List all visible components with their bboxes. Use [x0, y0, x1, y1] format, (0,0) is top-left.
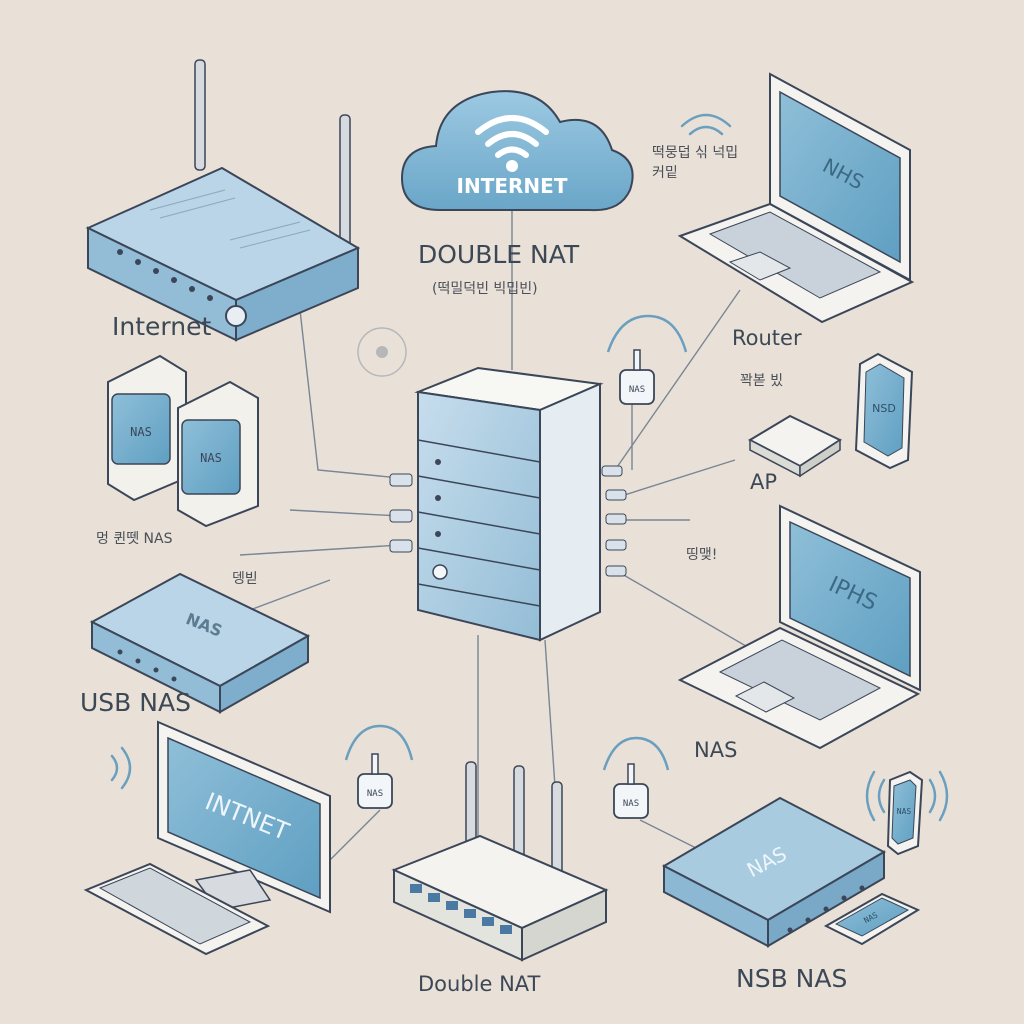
ap-label: AP [750, 470, 778, 494]
server-ports-left [389, 473, 413, 553]
double-nat-subtitle: (떡밀덕빈 빅밉빈) [432, 281, 538, 297]
wifi-tag-text: NAS [629, 385, 645, 395]
wifi-icon [110, 746, 132, 790]
usbnas-to-server-line [249, 579, 331, 611]
mid-right-korean-label: 띵맺! [686, 547, 718, 563]
server-power-icon [432, 564, 448, 580]
antenna-icon [194, 59, 206, 171]
tower-right: NAS [177, 380, 259, 528]
tower-left: NAS [107, 354, 187, 502]
wifi-tag-left: NAS [344, 724, 414, 809]
mid-left-korean-label: 뎅빋 [232, 571, 258, 587]
wifi-icon [475, 115, 549, 158]
nas-right-label: NAS [694, 738, 738, 762]
wifi-tag-right: NAS [602, 736, 670, 819]
tower-left-text: NAS [130, 425, 152, 439]
tower-to-server-line [289, 509, 401, 517]
server-to-laptop-line [614, 289, 741, 471]
router-top-left [85, 59, 361, 342]
nas-box-right: NAS [661, 796, 887, 948]
ethernet-ports [410, 884, 512, 934]
keyboard-icon [718, 639, 882, 721]
left-nas-korean-label: 멍 퀸뗏 NAS [96, 531, 173, 547]
internet-cloud [400, 90, 634, 212]
tower-right-text: NAS [200, 451, 222, 465]
router-to-server-line [299, 309, 401, 479]
internet-left-label: Internet [112, 312, 212, 341]
usb-nas-box: NAS [89, 572, 311, 714]
phone-text: NAS [897, 807, 912, 816]
nas-left-to-server-line [239, 544, 401, 556]
central-server [389, 366, 627, 642]
top-right-korean-label: 떡뭉덥 싞 넉밉 커밑 [652, 145, 739, 181]
wifi-tag-text: NAS [623, 799, 639, 809]
touchpad-icon [728, 251, 792, 281]
antenna-icon [339, 114, 351, 256]
cloud-label: INTERNET [457, 174, 568, 198]
double-nat-top-label: DOUBLE NAT [418, 240, 580, 269]
connection-lines [239, 210, 771, 870]
double-nat-bottom-label: Double NAT [418, 972, 541, 996]
touchpad-icon [734, 681, 796, 713]
power-button-icon [225, 305, 247, 327]
router-label: Router [732, 326, 802, 350]
router-korean-sublabel: 꽉볻 빘 [740, 373, 784, 389]
faint-wifi-plug [357, 327, 407, 377]
wifi-icon [865, 770, 949, 822]
tablet-text: NSD [872, 402, 896, 415]
server-to-ap-line [614, 459, 736, 499]
usb-nas-label: USB NAS [80, 688, 191, 717]
server-ports-right [601, 465, 627, 577]
wifi-tag-text: NAS [367, 789, 383, 799]
laptop-right: IPHS [677, 504, 921, 750]
nsb-nas-label: NSB NAS [736, 964, 848, 993]
phone-bottom: NAS [823, 892, 921, 946]
tag-to-monitor-line [329, 809, 381, 861]
wifi-dot-icon [506, 160, 518, 172]
tablet: NSD [854, 352, 914, 470]
server-bays [417, 439, 541, 607]
wifi-tag-upper: NAS [606, 113, 732, 405]
phone-right: NAS [865, 770, 949, 856]
server-to-laptop2-line [614, 569, 771, 661]
vent-grille [149, 189, 311, 249]
laptop-top-right: NHS [677, 72, 915, 324]
access-point [747, 414, 843, 478]
monitor: INTNET [83, 720, 331, 956]
keyboard-icon [708, 211, 882, 299]
router-bottom [391, 761, 609, 962]
status-leds [117, 249, 213, 301]
tag-to-nasbox-line [639, 819, 701, 851]
